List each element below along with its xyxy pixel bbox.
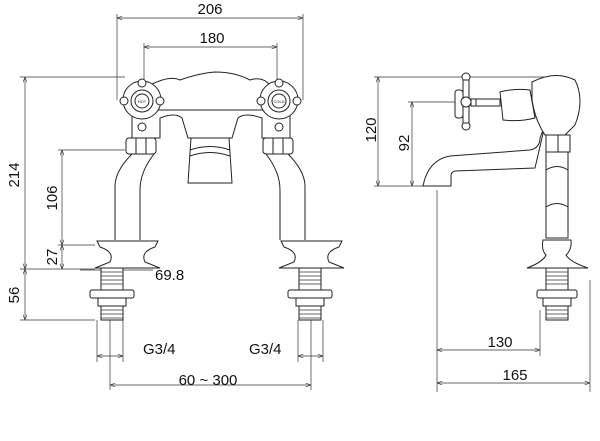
right-mount (278, 240, 345, 321)
hot-handle: HOT (119, 78, 165, 132)
dimension-thread-left: G3/4 (96, 320, 176, 362)
nut (125, 137, 157, 155)
hot-label: HOT (138, 99, 147, 104)
dimension-label: 214 (6, 162, 23, 187)
dimension-label: 92 (396, 135, 413, 152)
side-handle (454, 72, 477, 131)
front-view: HOT COLD (89, 71, 345, 321)
left-mount (89, 240, 161, 321)
dimension-27: 27 (20, 244, 95, 270)
dimension-label: 27 (44, 249, 61, 266)
dimension-label: 120 (363, 117, 380, 142)
dimension-69-8: 69.8 (80, 267, 184, 284)
dimension-165: 165 (437, 280, 591, 392)
nut (262, 137, 294, 155)
dimension-label: G3/4 (143, 341, 176, 358)
dimension-label: 56 (6, 287, 23, 304)
dimension-label: 130 (487, 334, 512, 351)
dimension-106: 106 (44, 149, 125, 245)
dimension-56: 56 (6, 269, 95, 321)
dimension-180: 180 (143, 30, 278, 80)
dimension-thread-right: G3/4 (249, 320, 324, 362)
dimension-label: G3/4 (249, 341, 282, 358)
dimension-label: 180 (199, 30, 224, 47)
dimension-214: 214 (6, 76, 125, 269)
dimension-centres: 60 ~ 300 (109, 320, 312, 390)
dimension-label: 60 ~ 300 (179, 372, 238, 389)
dimension-label: 165 (502, 367, 527, 384)
cold-label: COLD (273, 99, 284, 104)
dimension-label: 206 (197, 1, 222, 18)
dimension-label: 106 (44, 185, 61, 210)
dimension-92: 92 (396, 101, 455, 186)
side-view (422, 72, 589, 321)
dimension-130: 130 (436, 190, 541, 392)
dimension-206: 206 (116, 1, 304, 100)
dimension-label: 69.8 (155, 267, 184, 284)
cold-handle: COLD (256, 78, 302, 132)
